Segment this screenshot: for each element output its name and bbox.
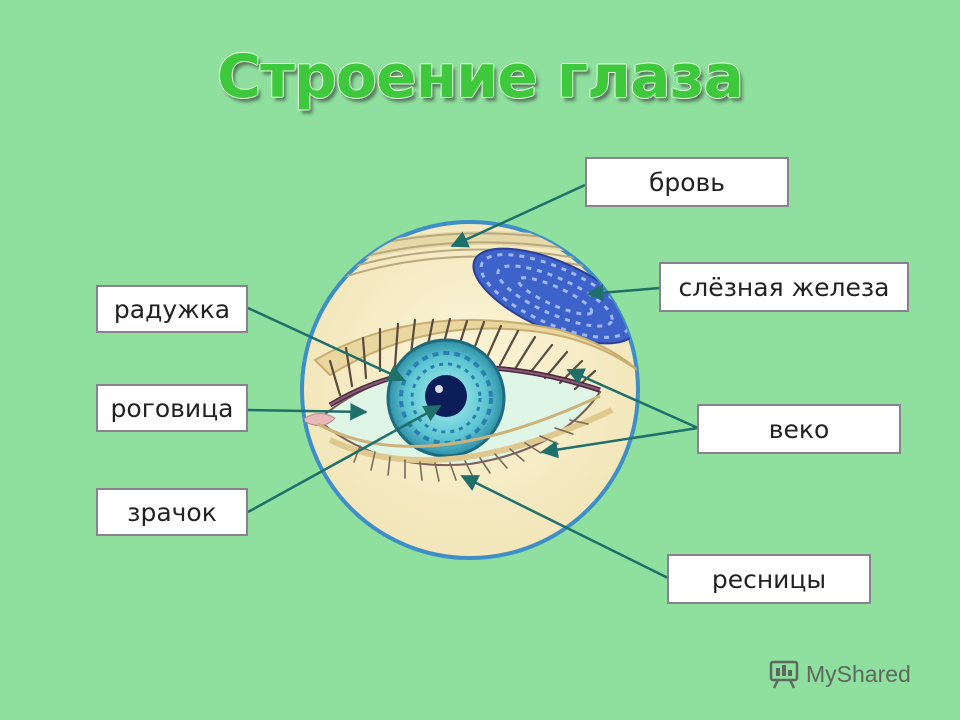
watermark: MyShared — [768, 656, 911, 692]
label-iris: радужка — [96, 285, 248, 333]
pointer-lines — [247, 183, 699, 580]
pointer-brow — [450, 183, 586, 248]
pointer-cornea — [247, 402, 368, 421]
pointer-eyelid-lower — [540, 426, 699, 459]
pointer-iris — [247, 306, 406, 382]
label-pupil: зрачок — [96, 488, 248, 536]
pointer-eyelashes — [460, 474, 669, 580]
label-eyelashes: ресницы — [667, 554, 871, 604]
presentation-board-icon — [769, 660, 799, 689]
label-lacrimal-gland: слёзная железа — [659, 262, 909, 312]
pointer-eyelid-upper — [566, 368, 699, 430]
pointer-lacrimal-gland — [586, 283, 661, 302]
label-eyelid: веко — [697, 404, 901, 454]
label-brow: бровь — [585, 157, 789, 207]
watermark-text: MyShared — [806, 660, 911, 687]
tear-duct — [302, 413, 336, 426]
pointer-pupil — [247, 404, 442, 514]
lower-lid — [317, 394, 601, 448]
label-cornea: роговица — [96, 384, 248, 432]
